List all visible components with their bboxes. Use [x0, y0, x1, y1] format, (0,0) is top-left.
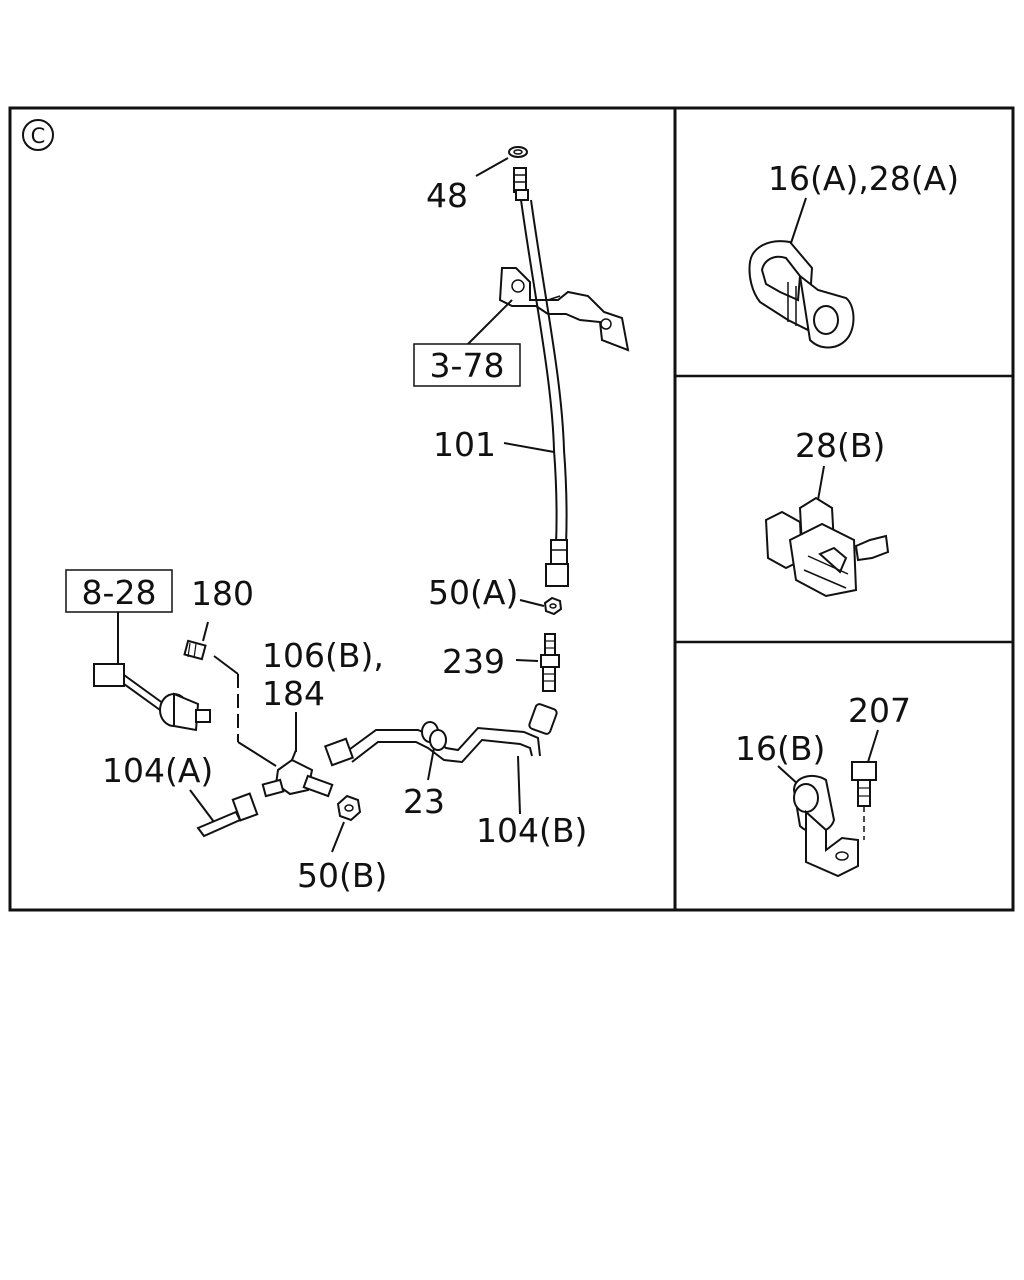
- three-way-connector-106b: [261, 749, 334, 798]
- mounting-bracket: [498, 267, 630, 352]
- bleeder-104a: [196, 792, 259, 838]
- washer-48: [508, 146, 528, 158]
- callout-box-3-78: [413, 343, 521, 387]
- pipe-clip-icon: [792, 774, 859, 878]
- grommet-23: [421, 721, 447, 751]
- callout-104b: 104(B): [476, 811, 587, 850]
- callout-8-28: 8-28: [82, 573, 157, 612]
- hose-top-fitting: [513, 167, 529, 201]
- union-bolt-239: [540, 633, 560, 692]
- section-marker-letter: C: [31, 124, 46, 148]
- detail-label-28b: 28(B): [795, 426, 885, 465]
- detail-view-clip-28b: 28(B): [764, 426, 890, 598]
- leader-lines: [117, 157, 555, 853]
- callout-23: 23: [403, 782, 445, 821]
- callout-180: 180: [191, 574, 254, 613]
- hose-clip-icon: [748, 240, 855, 349]
- pressure-switch: [93, 663, 211, 732]
- detail-label-207: 207: [848, 691, 911, 730]
- brake-hose-101: [520, 199, 569, 587]
- detail-view-clip-16b-bolt-207: 207 16(B): [735, 691, 911, 878]
- callout-box-8-28: [65, 569, 173, 613]
- detail-view-clip-16a-28a: 16(A),28(A): [748, 159, 959, 349]
- callout-239: 239: [442, 642, 505, 681]
- screw-180: [183, 639, 207, 661]
- nut-50b: [336, 794, 362, 822]
- diagram-frames: [8, 106, 1015, 912]
- section-marker: C: [22, 119, 54, 151]
- detail-label-16a-28a: 16(A),28(A): [768, 159, 959, 198]
- callout-48: 48: [426, 176, 468, 215]
- callout-104a: 104(A): [102, 751, 213, 790]
- main-view: 48 3-78 101 8-28 180 50(A) 106(B), 184 2…: [65, 146, 630, 895]
- bolt-icon: [851, 761, 877, 840]
- callout-50a: 50(A): [428, 573, 518, 612]
- hose-clip-bracket-icon: [764, 496, 890, 598]
- callout-3-78: 3-78: [430, 346, 505, 385]
- callout-50b: 50(B): [297, 856, 387, 895]
- callout-106b: 106(B),: [262, 636, 384, 675]
- brake-pipe-104b: [323, 703, 558, 767]
- callout-184: 184: [262, 674, 325, 713]
- callout-101: 101: [433, 425, 496, 464]
- detail-label-16b: 16(B): [735, 729, 825, 768]
- nut-50a: [543, 596, 563, 616]
